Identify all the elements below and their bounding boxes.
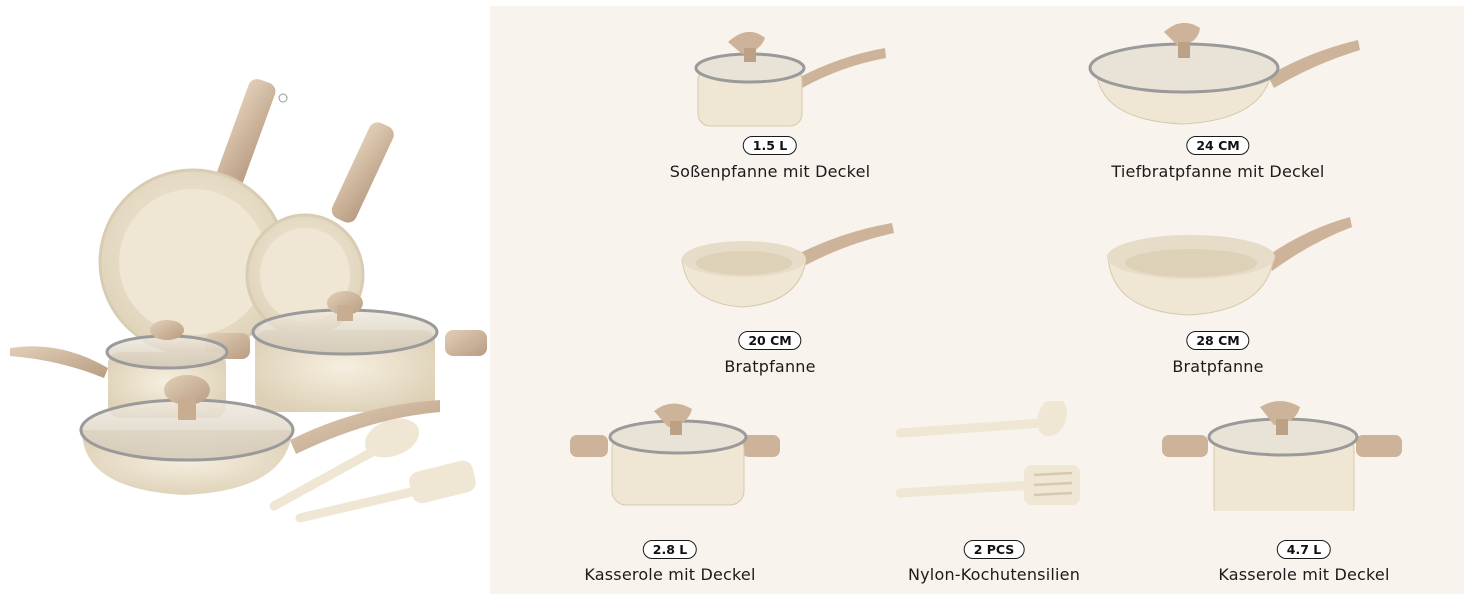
size-badge: 4.7 L [1276,540,1332,559]
size-badge: 2.8 L [642,540,698,559]
large-casserole [205,291,487,412]
product-name: Kasserole mit Deckel [584,565,756,584]
item-casserole-2-8l: 2.8 L Kasserole mit Deckel [520,401,820,591]
size-badge: 1.5 L [742,136,798,155]
item-saucepan-1-5l: 1.5 L Soßenpfanne mit Deckel [620,16,920,206]
size-badge: 24 CM [1186,136,1250,155]
casserole-47-image [1162,401,1402,511]
large-frypan [98,79,288,356]
item-frypan-20cm: 20 CM Bratpfanne [620,211,920,401]
deep-frypan [79,375,440,495]
casserole-28-image [570,403,780,506]
frypan-28-image [1107,217,1352,316]
product-name: Nylon-Kochutensilien [907,565,1081,584]
product-grid: 1.5 L Soßenpfanne mit Deckel 24 CM Tiefb… [490,6,1464,594]
product-name: Soßenpfanne mit Deckel [669,162,871,181]
item-frypan-28cm: 28 CM Bratpfanne [1068,211,1368,401]
cookware-set-image [0,0,490,600]
deep-frypan-image [1088,22,1360,125]
medium-frypan [245,122,394,337]
product-name: Bratpfanne [1172,357,1264,376]
item-utensils-2pcs: 2 PCS Nylon-Kochutensilien [844,401,1144,591]
utensils-image [895,401,1080,505]
item-deep-frypan-24cm: 24 CM Tiefbratpfanne mit Deckel [1068,16,1368,206]
product-name: Kasserole mit Deckel [1218,565,1390,584]
product-name: Tiefbratpfanne mit Deckel [1111,162,1325,181]
size-badge: 20 CM [738,331,802,350]
product-name: Bratpfanne [724,357,816,376]
size-badge: 2 PCS [963,540,1025,559]
frypan-20-image [681,223,894,308]
item-casserole-4-7l: 4.7 L Kasserole mit Deckel [1154,401,1454,591]
size-badge: 28 CM [1186,331,1250,350]
utensils [269,418,476,523]
saucepan-image [694,31,886,127]
